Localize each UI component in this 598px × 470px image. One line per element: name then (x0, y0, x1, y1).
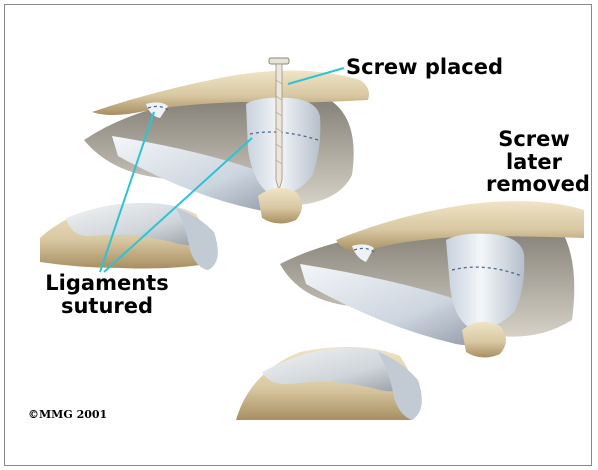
shoulder-after (236, 201, 584, 420)
coracoid-knob (258, 188, 302, 224)
screw-later-removed-label: Screw later removed (486, 128, 582, 196)
screw-later-removed-line1: Screw (486, 128, 582, 151)
screw-later-removed-line2: later (486, 151, 582, 174)
ligaments-line2: sutured (42, 295, 172, 318)
coracoid-knob-2 (462, 322, 506, 358)
screw-head (269, 58, 289, 64)
ligaments-line1: Ligaments (42, 272, 172, 295)
screw-shaft (276, 64, 282, 190)
screw-placed-label: Screw placed (346, 56, 503, 79)
shoulder-before (40, 58, 369, 270)
ligaments-sutured-label: Ligaments sutured (42, 272, 172, 317)
copyright-text: ©MMG 2001 (28, 408, 107, 421)
screw-later-removed-line3: removed (486, 173, 582, 196)
